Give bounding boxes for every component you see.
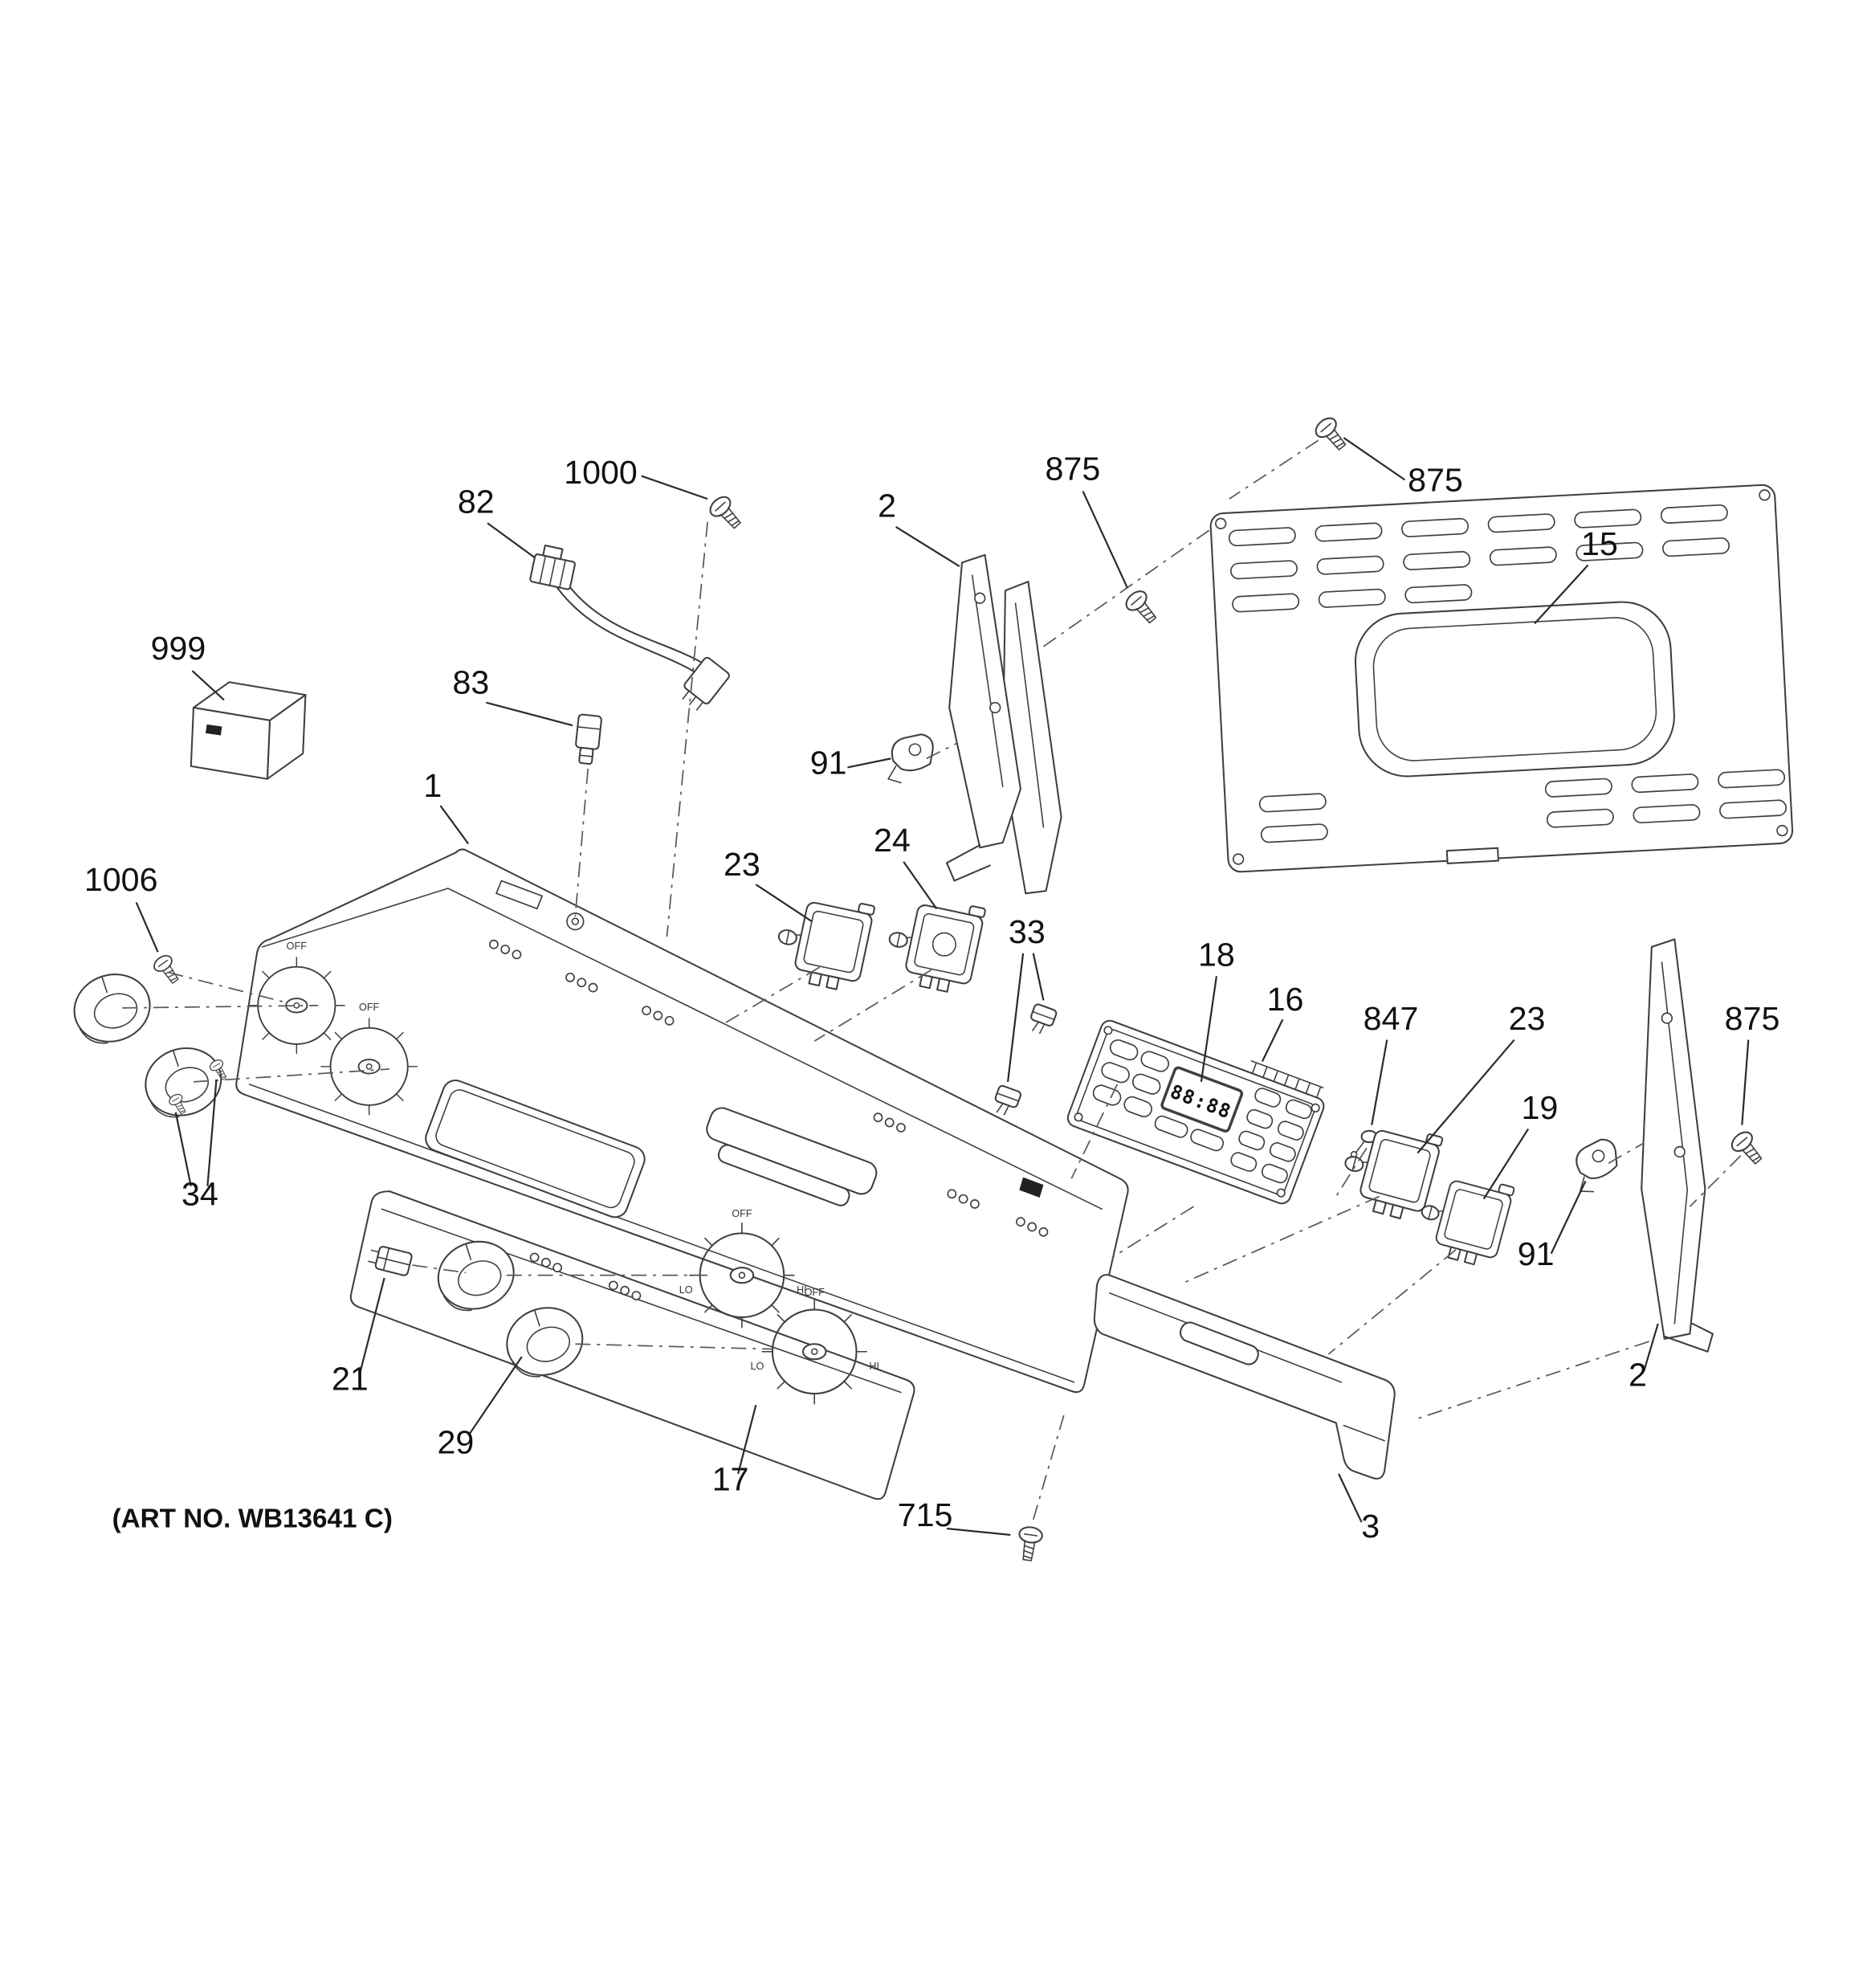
callout-leader-2 [895,526,960,568]
callout-leader-17 [737,1405,757,1475]
clip-33-lower-drawing [994,1084,1021,1116]
clip-91-left-drawing [887,733,934,784]
side-bracket-right-2-drawing [1641,938,1714,1353]
handle-bracket-drawing [706,1107,878,1206]
screw-875-top-drawing [1311,413,1352,455]
wire-harness-82-drawing [529,545,730,711]
callout-leader-91 [1550,1180,1587,1255]
callout-leader-875 [1082,491,1129,589]
callout-leader-91 [847,757,891,769]
callout-leader-1006 [135,901,159,953]
callout-3: 3 [1361,1508,1380,1545]
callout-leader-19 [1482,1128,1530,1200]
dial-label-off: OFF [287,941,308,952]
callout-29: 29 [437,1424,474,1461]
screw-715-drawing [1015,1525,1045,1563]
callout-847: 847 [1364,1000,1419,1037]
callout-19: 19 [1521,1089,1558,1126]
callout-leader-875 [1343,437,1406,481]
callout-leader-2 [1643,1323,1659,1371]
callout-21: 21 [332,1360,369,1397]
dial-label-hi: HI [797,1284,807,1296]
callout-23: 23 [724,846,760,883]
callout-leader-999 [191,670,225,701]
callout-23: 23 [1509,1000,1546,1037]
control-board-16-drawing: 88:88 [1066,1019,1325,1205]
rear-panel-15-drawing [1209,484,1794,873]
callout-leader-23 [755,884,813,923]
callout-715: 715 [898,1496,953,1533]
control-panel-1-drawing: OFF OFF [235,848,1129,1394]
dial-label-off: OFF [732,1208,752,1219]
art-number: (ART NO. WB13641 C) [112,1504,393,1533]
switch-21-drawing [368,1246,413,1276]
callout-leader-15 [1534,564,1589,625]
clip-33-upper-drawing [1030,1003,1058,1035]
callout-15: 15 [1581,525,1618,562]
callout-leader-82 [487,522,536,558]
callout-leader-34 [174,1112,192,1186]
callout-leader-21 [359,1277,385,1373]
dial-label-lo: LO [750,1361,764,1372]
dial-label-hi: HI [869,1361,879,1372]
callout-leader-29 [467,1356,523,1436]
screw-1006-drawing [150,952,185,988]
callout-17: 17 [712,1460,749,1497]
callout-1: 1 [423,767,442,804]
callout-875: 875 [1725,1000,1780,1037]
screw-1000-drawing [705,492,747,534]
front-dials-drawing: OFF HI LO OFF HI LO [529,1208,879,1405]
dial-label-off: OFF [805,1287,826,1298]
callout-91: 91 [810,744,847,781]
vent-louvers [1228,504,1788,843]
callout-24: 24 [874,822,911,859]
assembly-centerlines [122,439,1742,1521]
callout-16: 16 [1267,981,1304,1018]
dial-label-lo: LO [679,1284,693,1296]
parts-box-999-drawing [190,681,307,780]
callout-leader-715 [946,1527,1011,1537]
clip-91-right-drawing [1567,1136,1625,1196]
plug-83-drawing [575,713,602,765]
callout-leader-24 [903,861,938,909]
callout-2: 2 [878,487,896,524]
callout-leader-16 [1261,1018,1284,1062]
callout-leader-34 [206,1079,218,1186]
callout-82: 82 [458,484,495,520]
switch-24-shaft [932,932,956,957]
callout-leader-847 [1371,1039,1388,1125]
callout-1006: 1006 [84,861,158,898]
callout-2: 2 [1629,1357,1647,1394]
screw-875-left-drawing [1122,586,1163,629]
callout-leader-18 [1200,976,1218,1082]
callout-1000: 1000 [564,454,638,491]
trim-strip-3-drawing [1093,1274,1396,1480]
callout-875: 875 [1408,462,1463,499]
callout-33: 33 [1009,913,1046,950]
callout-leader-23 [1417,1039,1515,1154]
callout-999: 999 [151,630,206,667]
callout-leader-33 [1006,953,1025,1082]
callout-leader-33 [1032,953,1045,1001]
side-bracket-left-2-drawing [945,553,1062,895]
callout-leader-3 [1338,1473,1363,1523]
callout-leader-875 [1741,1039,1750,1125]
callout-leader-83 [486,701,573,727]
callout-34: 34 [181,1176,218,1213]
callout-83: 83 [452,664,489,701]
dial-label-off: OFF [359,1002,380,1013]
callout-leader-1 [439,805,470,845]
callout-91: 91 [1518,1235,1555,1272]
callout-875: 875 [1046,450,1101,487]
clock-display [1160,1066,1244,1133]
callout-leader-1000 [641,475,708,500]
callout-18: 18 [1198,937,1235,974]
